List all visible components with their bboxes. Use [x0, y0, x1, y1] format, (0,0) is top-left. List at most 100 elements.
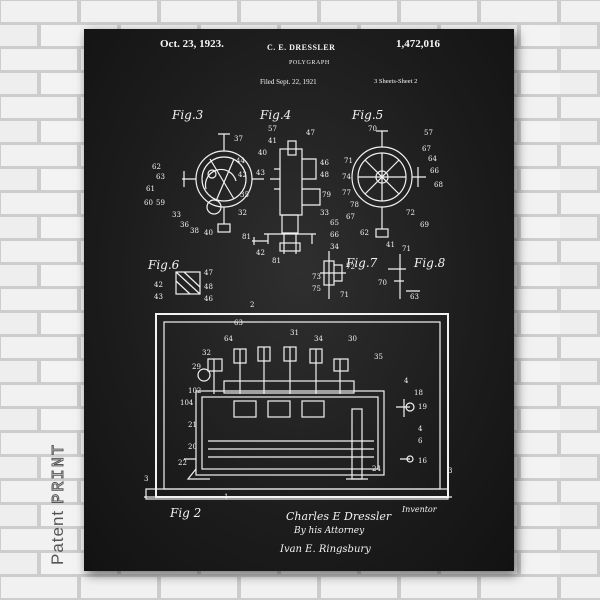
svg-text:48: 48	[204, 283, 213, 291]
svg-text:47: 47	[204, 269, 213, 277]
svg-text:78: 78	[350, 201, 359, 209]
svg-text:33: 33	[172, 211, 181, 219]
svg-text:64: 64	[224, 335, 233, 343]
svg-text:47: 47	[306, 129, 315, 137]
fig-7-label: Fig.7	[345, 256, 378, 270]
patent-sheets: 3 Sheets-Sheet 2	[374, 78, 418, 85]
svg-text:38: 38	[190, 227, 199, 235]
svg-text:81: 81	[242, 233, 251, 241]
svg-text:64: 64	[428, 155, 437, 163]
svg-text:63: 63	[234, 319, 243, 327]
patent-print-brand: Patent PRINT	[48, 442, 70, 565]
svg-text:59: 59	[156, 199, 165, 207]
svg-text:36: 36	[180, 221, 189, 229]
svg-text:71: 71	[344, 157, 353, 165]
svg-text:41: 41	[386, 241, 395, 249]
svg-text:41: 41	[268, 137, 277, 145]
patent-inventor: C. E. DRESSLER	[267, 43, 336, 52]
svg-text:44: 44	[236, 157, 245, 165]
svg-text:3: 3	[448, 467, 452, 475]
patent-number: 1,472,016	[396, 38, 440, 50]
svg-text:74: 74	[342, 173, 351, 181]
fig-4-label: Fig.4	[259, 108, 291, 122]
svg-text:67: 67	[422, 145, 431, 153]
svg-text:32: 32	[202, 349, 211, 357]
figure-8-drawing	[388, 254, 420, 299]
svg-text:48: 48	[320, 171, 329, 179]
svg-text:70: 70	[378, 279, 387, 287]
svg-text:42: 42	[256, 249, 265, 257]
svg-text:42: 42	[154, 281, 163, 289]
svg-text:72: 72	[346, 263, 355, 271]
svg-text:6: 6	[418, 437, 423, 445]
svg-text:32: 32	[238, 209, 247, 217]
svg-text:68: 68	[434, 181, 443, 189]
figure-6-drawing	[175, 271, 201, 295]
patent-title: POLYGRAPH	[289, 60, 330, 66]
svg-text:66: 66	[430, 167, 439, 175]
svg-text:66: 66	[330, 231, 339, 239]
svg-text:21: 21	[188, 421, 197, 429]
svg-text:69: 69	[420, 221, 429, 229]
svg-text:20: 20	[188, 443, 197, 451]
svg-text:4: 4	[404, 377, 409, 385]
svg-text:35: 35	[240, 191, 249, 199]
patent-date: Oct. 23, 1923.	[160, 38, 224, 50]
brand-word-print: PRINT	[50, 442, 70, 504]
svg-text:31: 31	[290, 329, 299, 337]
svg-text:34: 34	[314, 335, 323, 343]
svg-text:73: 73	[312, 273, 321, 281]
patent-filed-date: Filed Sept. 22, 1921	[260, 78, 317, 86]
svg-text:18: 18	[414, 389, 423, 397]
svg-text:46: 46	[320, 159, 329, 167]
fig-6-label: Fig.6	[147, 258, 180, 272]
svg-text:75: 75	[312, 285, 321, 293]
svg-text:3: 3	[144, 475, 148, 483]
brand-word-patent: Patent	[48, 509, 67, 565]
svg-text:46: 46	[204, 295, 213, 303]
attorney-by-line: By his Attorney	[294, 526, 365, 536]
svg-text:42: 42	[238, 171, 247, 179]
svg-text:102: 102	[188, 387, 201, 395]
figure-5-drawing	[351, 130, 426, 238]
patent-poster: Oct. 23, 1923. C. E. DRESSLER POLYGRAPH …	[84, 29, 514, 571]
svg-text:57: 57	[424, 129, 433, 137]
svg-text:70: 70	[368, 125, 377, 133]
figure-4-drawing	[252, 140, 321, 254]
svg-text:72: 72	[406, 209, 415, 217]
svg-text:29: 29	[192, 363, 201, 371]
svg-text:30: 30	[348, 335, 357, 343]
figure-labels: Fig.3 Fig.4 Fig.5 Fig.6 Fig.7 Fig.8	[147, 108, 446, 272]
figure-3-drawing	[182, 133, 264, 233]
fig-3-label: Fig.3	[171, 108, 204, 122]
svg-text:33: 33	[320, 209, 329, 217]
svg-text:37: 37	[234, 135, 243, 143]
svg-text:65: 65	[330, 219, 339, 227]
svg-text:77: 77	[342, 189, 351, 197]
fig-5-label: Fig.5	[351, 108, 383, 122]
svg-text:34: 34	[330, 243, 339, 251]
svg-text:79: 79	[322, 191, 331, 199]
svg-text:16: 16	[418, 457, 427, 465]
inventor-label: Inventor	[402, 505, 437, 514]
svg-text:40: 40	[258, 149, 267, 157]
svg-text:19: 19	[418, 403, 427, 411]
svg-text:61: 61	[146, 185, 155, 193]
svg-text:1: 1	[224, 493, 228, 501]
svg-text:71: 71	[340, 291, 349, 299]
fig-2-label: Fig 2	[170, 506, 202, 520]
svg-text:63: 63	[156, 173, 165, 181]
svg-text:40: 40	[204, 229, 213, 237]
svg-text:81: 81	[272, 257, 281, 265]
svg-text:2: 2	[250, 301, 254, 309]
svg-text:22: 22	[178, 459, 187, 467]
svg-text:67: 67	[346, 213, 355, 221]
svg-text:62: 62	[360, 229, 369, 237]
svg-text:71: 71	[402, 245, 411, 253]
svg-text:63: 63	[410, 293, 419, 301]
svg-text:57: 57	[268, 125, 277, 133]
svg-text:24: 24	[372, 465, 381, 473]
svg-text:62: 62	[152, 163, 161, 171]
